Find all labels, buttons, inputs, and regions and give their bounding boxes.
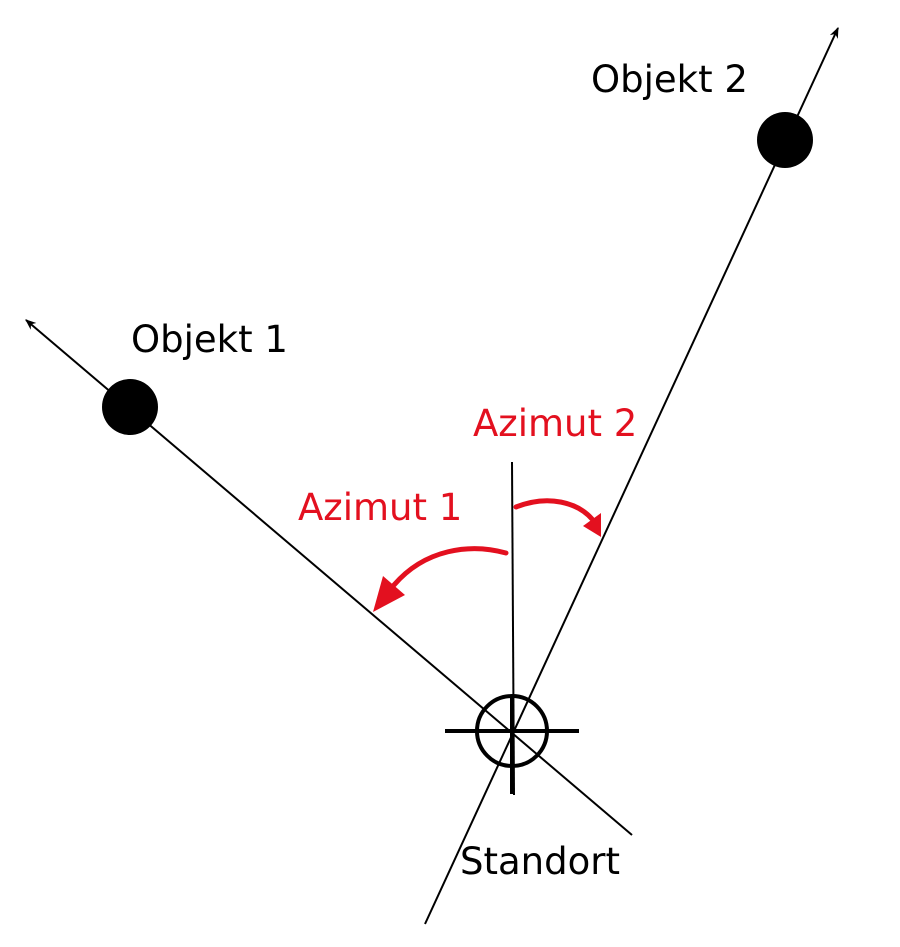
object-2-marker [757, 112, 813, 168]
bearing-line-object-2 [424, 27, 839, 925]
azimuth-2-arrowhead [583, 513, 601, 537]
object-1-marker [102, 379, 158, 435]
object-2-label: Objekt 2 [591, 58, 748, 101]
azimuth-2-label: Azimut 2 [473, 402, 637, 445]
location-label: Standort [460, 840, 620, 883]
azimuth-1-arrowhead [373, 576, 405, 612]
azimuth-2-arc [513, 498, 601, 537]
location-crosshair-icon [445, 694, 579, 794]
azimuth-1-label: Azimut 1 [298, 486, 462, 529]
object-1-label: Objekt 1 [131, 318, 288, 361]
azimuth-1-arc [373, 546, 509, 612]
